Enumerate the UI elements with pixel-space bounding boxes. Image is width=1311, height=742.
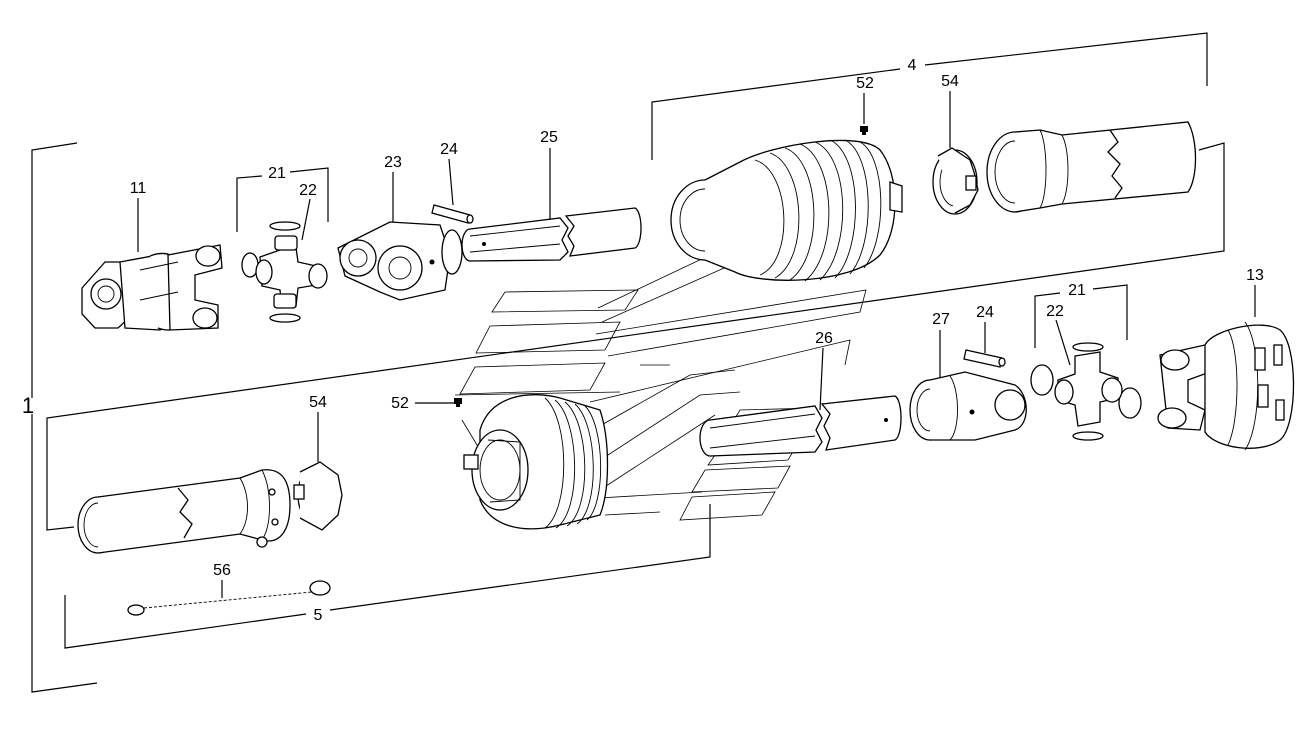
universal-cross-bottom <box>1030 342 1142 441</box>
outer-guard-bellows <box>454 394 609 530</box>
label-pin-top: 24 <box>440 141 458 158</box>
inner-tube <box>461 207 642 262</box>
inner-guard-tube <box>986 121 1197 213</box>
bracket-lines <box>31 32 1256 693</box>
label-bearing-ring-top: 54 <box>941 73 959 90</box>
label-cross-kit-top: 21 <box>268 165 286 182</box>
label-inner-tube: 25 <box>540 129 558 146</box>
label-screw-top: 52 <box>856 75 874 92</box>
label-outer-tube: 26 <box>815 330 833 347</box>
bearing-ring-top <box>932 147 979 215</box>
label-chain: 56 <box>213 562 231 579</box>
label-pin-bottom: 24 <box>976 304 994 321</box>
inner-yoke <box>337 221 463 301</box>
yoke-left <box>81 244 223 331</box>
label-cross-bottom: 22 <box>1046 303 1064 320</box>
outer-tube <box>699 395 902 457</box>
safety-chain <box>127 580 331 616</box>
label-yoke-left: 11 <box>130 180 147 197</box>
pin-top <box>431 204 474 224</box>
label-assembly: 1 <box>22 393 34 418</box>
label-inner-half: 4 <box>908 57 917 74</box>
inner-guard-bellows <box>670 126 903 282</box>
label-outer-yoke: 27 <box>932 311 950 328</box>
label-cross-top: 22 <box>299 182 317 199</box>
label-outer-half: 5 <box>314 607 323 624</box>
universal-cross-top <box>241 221 328 323</box>
label-screw-bottom: 52 <box>391 395 409 412</box>
label-inner-yoke: 23 <box>384 154 402 171</box>
label-bearing-ring-bottom: 54 <box>309 394 327 411</box>
outer-yoke <box>909 371 1027 441</box>
yoke-right <box>1157 321 1295 451</box>
label-yoke-right: 13 <box>1246 267 1264 284</box>
outer-guard-tube <box>77 469 291 554</box>
pin-bottom <box>963 349 1006 368</box>
callout-labels: 1 4 5 11 13 21 21 22 22 23 24 24 25 26 2… <box>22 57 1264 624</box>
bearing-ring-bottom <box>293 461 343 531</box>
label-cross-kit-bottom: 21 <box>1068 282 1086 299</box>
